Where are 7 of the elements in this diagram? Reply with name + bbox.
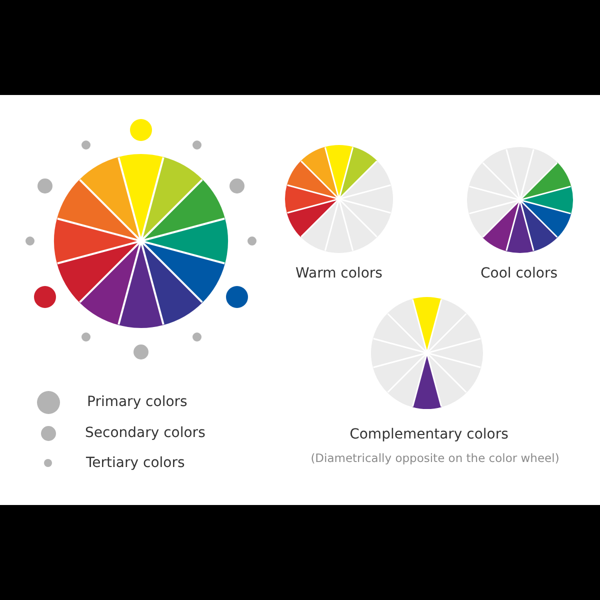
legend-text: Secondary colors	[85, 425, 206, 441]
legend-text: Tertiary colors	[86, 455, 185, 471]
wheel-caption: Complementary colors	[350, 426, 508, 444]
caption-note: (Diametrically opposite on the color wheel)	[310, 452, 560, 466]
legend-text: Primary colors	[87, 394, 188, 410]
wheel-caption: Cool colors	[480, 266, 558, 282]
wheel-caption: Warm colors	[296, 266, 382, 282]
